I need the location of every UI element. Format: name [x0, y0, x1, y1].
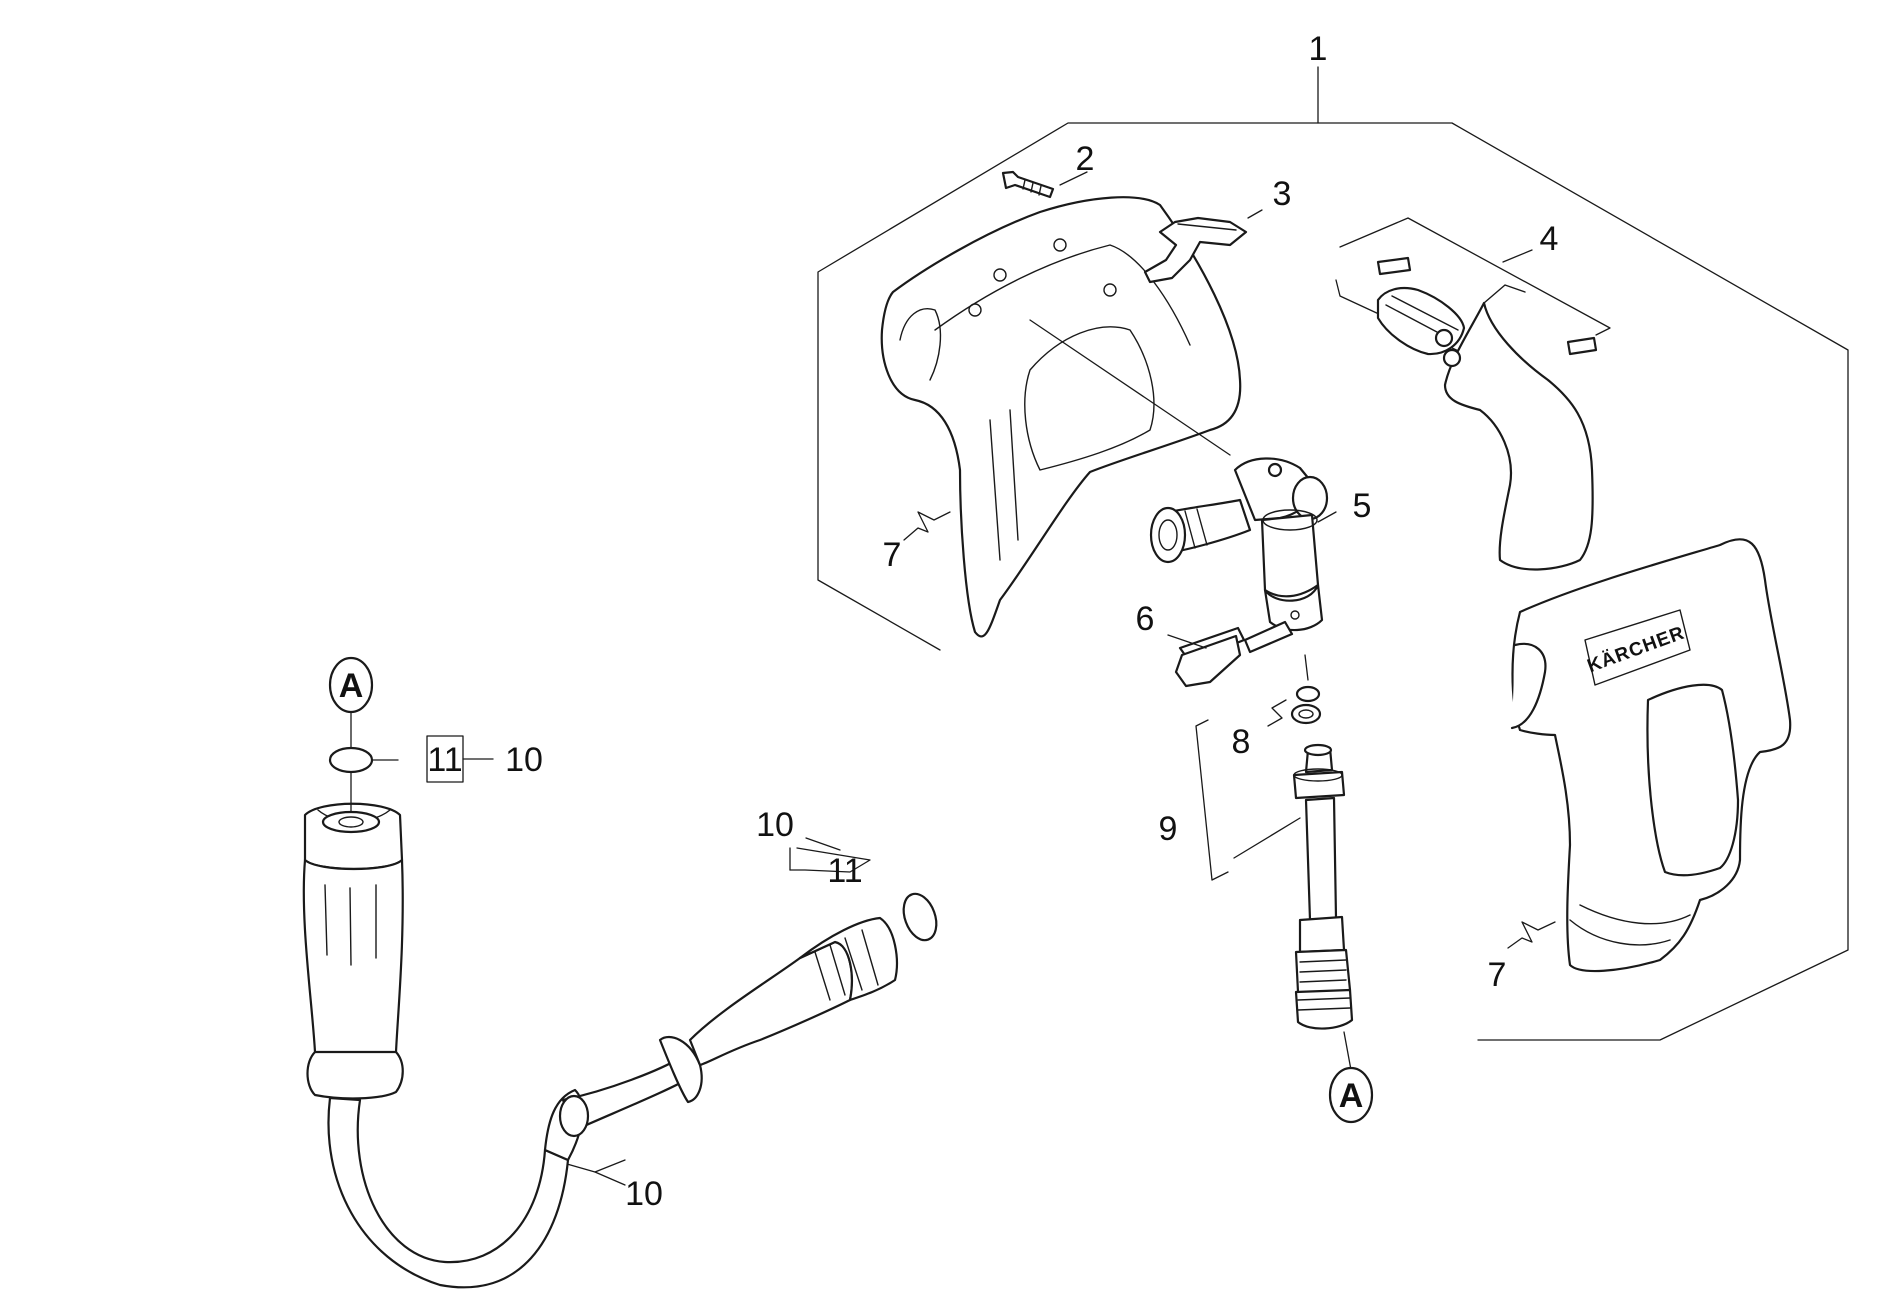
screw [1001, 170, 1088, 199]
handle-shell-left [880, 196, 1242, 638]
trigger-lever [1143, 209, 1263, 284]
o-ring-seal [1267, 654, 1322, 727]
callout-10-lower: 10 [625, 1175, 663, 1213]
callout-6: 6 [1136, 600, 1155, 638]
callout-7-right: 7 [1488, 956, 1507, 994]
callout-11-upper: 11 [427, 741, 462, 779]
callout-4: 4 [1540, 220, 1559, 258]
callout-labels: 1 2 3 4 5 6 7 7 8 9 10 10 10 11 11 [427, 30, 1558, 1213]
high-pressure-hose [302, 802, 898, 1289]
assembly-group-outline [817, 66, 1849, 1041]
locking-pin [1167, 620, 1294, 688]
callout-10-upper: 10 [505, 741, 543, 779]
reference-marker-label: A [1339, 1077, 1364, 1115]
elbow-connector [1149, 457, 1337, 632]
callout-7-left: 7 [883, 536, 902, 574]
callout-10-middle: 10 [756, 806, 794, 844]
seal-ring-lower [902, 892, 938, 942]
group-brackets [426, 735, 871, 1186]
callout-5: 5 [1353, 487, 1372, 525]
callout-leaders [903, 511, 1556, 949]
handle-shell-right: KÄRCHER [1510, 538, 1792, 973]
callout-8: 8 [1232, 723, 1251, 761]
callout-11-lower: 11 [827, 852, 862, 890]
reference-marker-a-bottom: A [1328, 1066, 1374, 1124]
seal-ring-upper [328, 746, 399, 774]
callout-3: 3 [1273, 175, 1292, 213]
trigger-assembly [1335, 217, 1611, 571]
reference-marker-a-top: A [328, 656, 374, 813]
callout-1: 1 [1309, 30, 1328, 68]
callout-9: 9 [1159, 810, 1178, 848]
valve-insert [1195, 719, 1354, 1071]
callout-2: 2 [1076, 140, 1095, 178]
reference-marker-label: A [339, 667, 364, 705]
